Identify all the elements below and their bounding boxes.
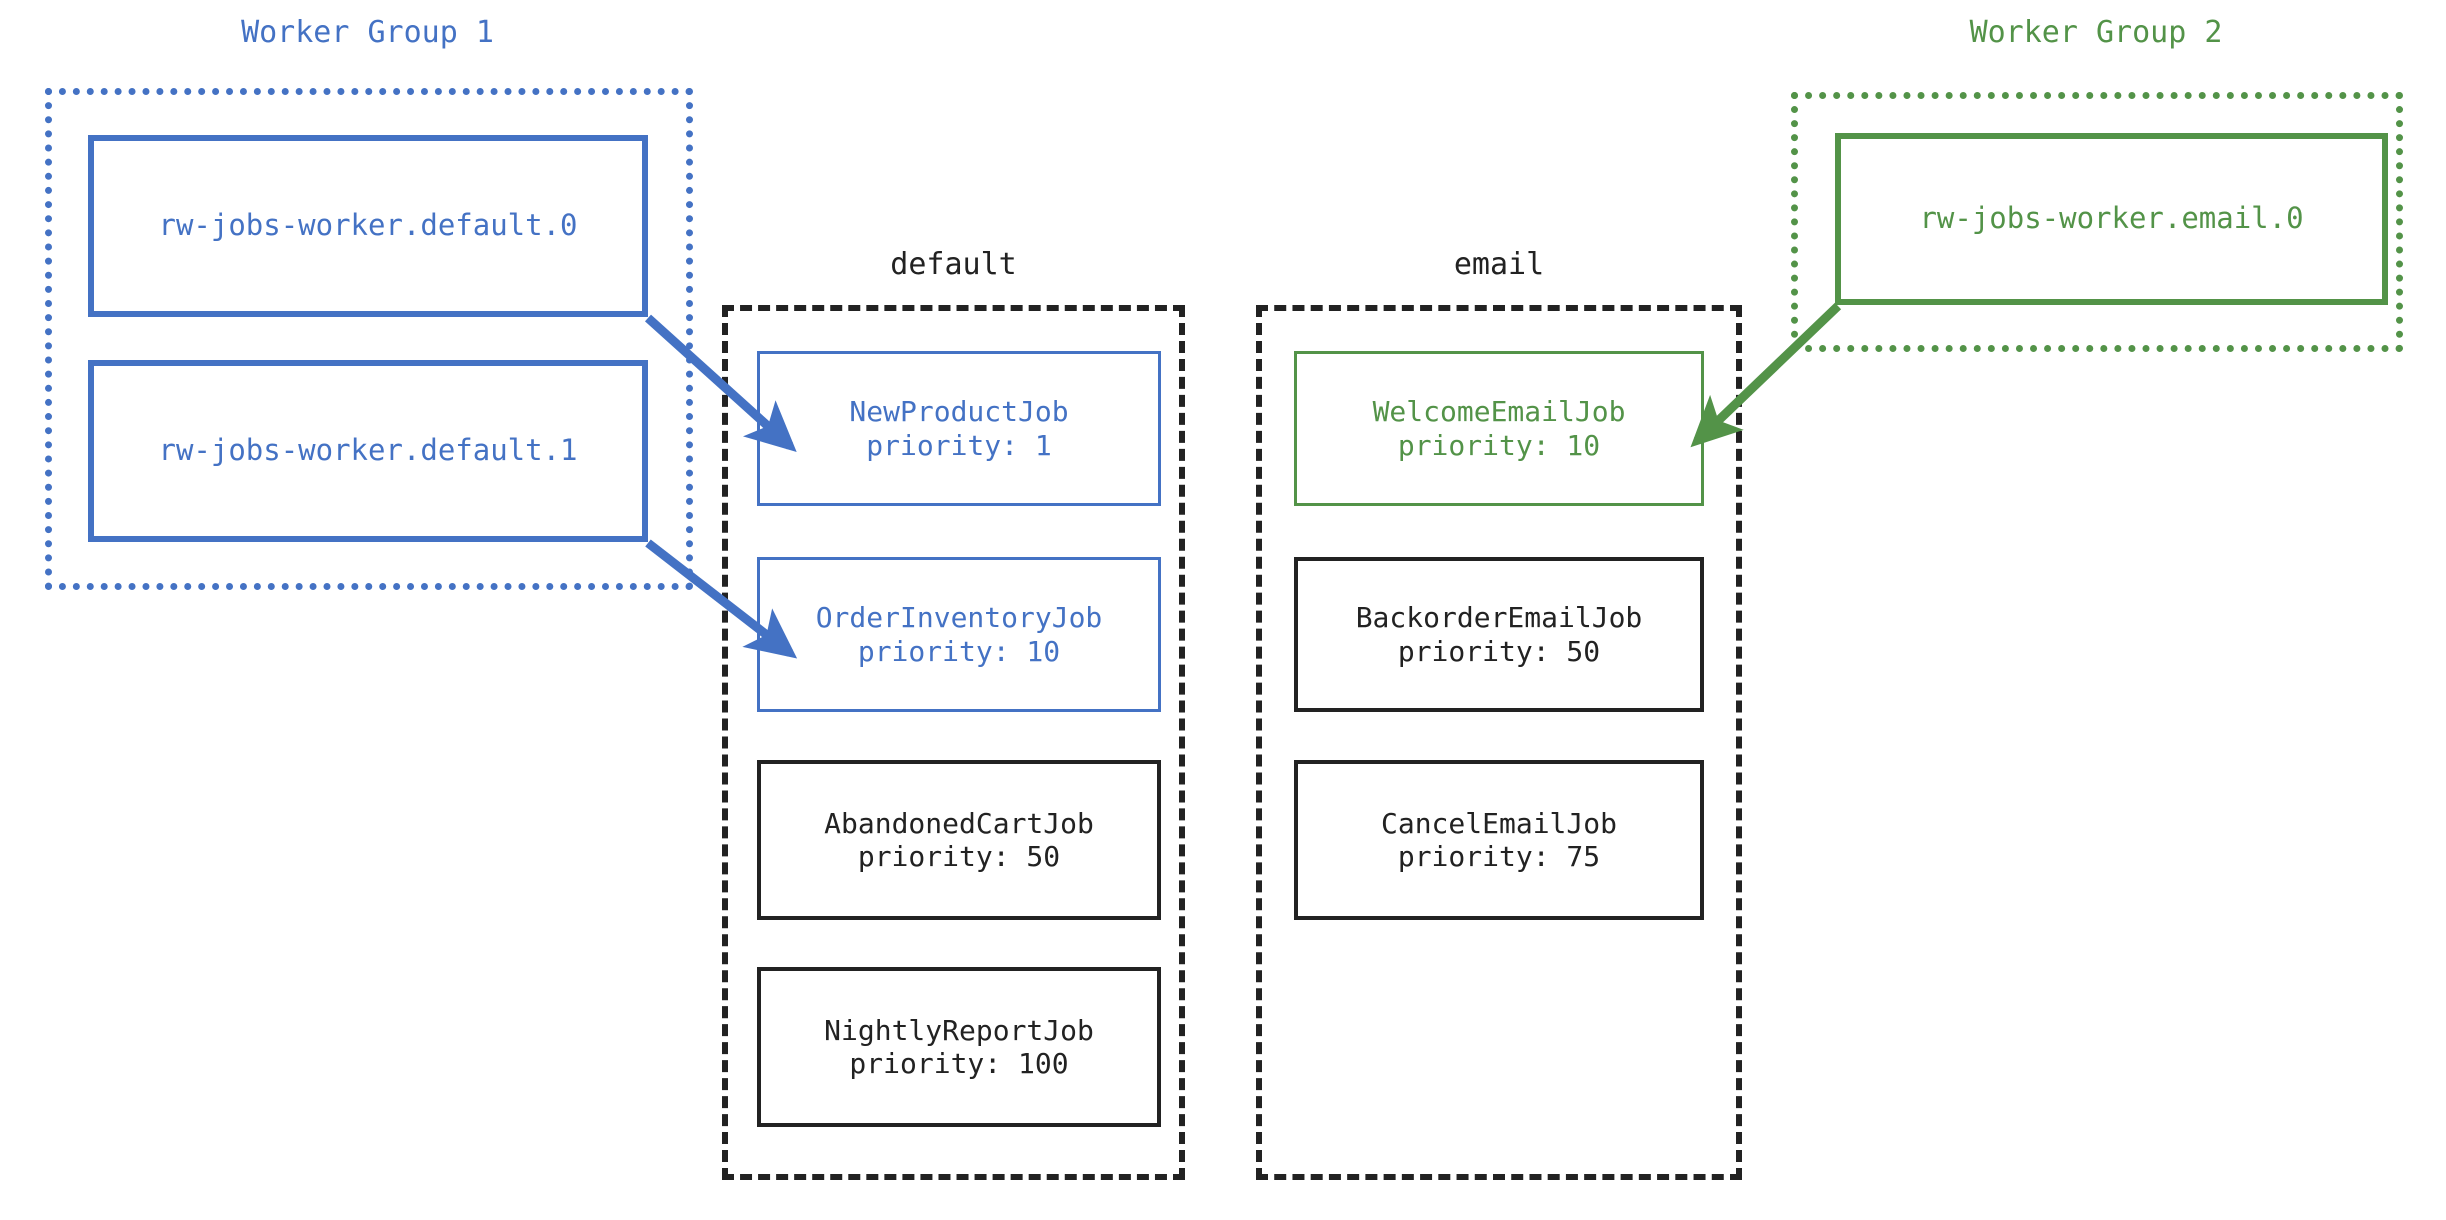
- job-name: AbandonedCartJob: [824, 806, 1094, 840]
- job-card-abandoned-cart-job[interactable]: AbandonedCartJob priority: 50: [757, 760, 1161, 920]
- job-card-new-product-job[interactable]: NewProductJob priority: 1: [757, 351, 1161, 506]
- job-name: CancelEmailJob: [1380, 806, 1617, 840]
- job-priority: priority: 50: [1397, 634, 1601, 668]
- job-card-nightly-report-job[interactable]: NightlyReportJob priority: 100: [757, 967, 1161, 1127]
- job-card-backorder-email-job[interactable]: BackorderEmailJob priority: 50: [1294, 557, 1704, 712]
- job-name: OrderInventoryJob: [815, 601, 1103, 635]
- queue-default-title: default: [890, 247, 1017, 282]
- job-card-welcome-email-job[interactable]: WelcomeEmailJob priority: 10: [1294, 351, 1704, 506]
- worker-group-2-container: [1791, 92, 2403, 352]
- job-card-cancel-email-job[interactable]: CancelEmailJob priority: 75: [1294, 760, 1704, 920]
- job-priority: priority: 10: [857, 634, 1061, 668]
- worker-label: rw-jobs-worker.email.0: [1919, 201, 2304, 236]
- job-name: NightlyReportJob: [824, 1013, 1094, 1047]
- queue-default-container: [722, 305, 1185, 1180]
- worker-box-default-0[interactable]: rw-jobs-worker.default.0: [88, 135, 648, 317]
- job-card-order-inventory-job[interactable]: OrderInventoryJob priority: 10: [757, 557, 1161, 712]
- queue-email-container: [1256, 305, 1742, 1180]
- job-priority: priority: 50: [857, 840, 1061, 873]
- worker-box-email-0[interactable]: rw-jobs-worker.email.0: [1835, 133, 2388, 305]
- worker-box-default-1[interactable]: rw-jobs-worker.default.1: [88, 360, 648, 542]
- job-priority: priority: 100: [849, 1047, 1069, 1080]
- job-priority: priority: 75: [1397, 840, 1601, 873]
- job-name: WelcomeEmailJob: [1372, 395, 1626, 429]
- queue-email-title: email: [1453, 247, 1545, 282]
- worker-group-1-title: Worker Group 1: [241, 15, 494, 50]
- worker-group-2-title: Worker Group 2: [1969, 15, 2223, 50]
- job-name: BackorderEmailJob: [1355, 601, 1643, 635]
- worker-label: rw-jobs-worker.default.1: [158, 433, 578, 468]
- job-priority: priority: 10: [1397, 428, 1601, 462]
- job-name: NewProductJob: [849, 395, 1069, 429]
- worker-label: rw-jobs-worker.default.0: [158, 208, 578, 243]
- job-priority: priority: 1: [866, 428, 1052, 462]
